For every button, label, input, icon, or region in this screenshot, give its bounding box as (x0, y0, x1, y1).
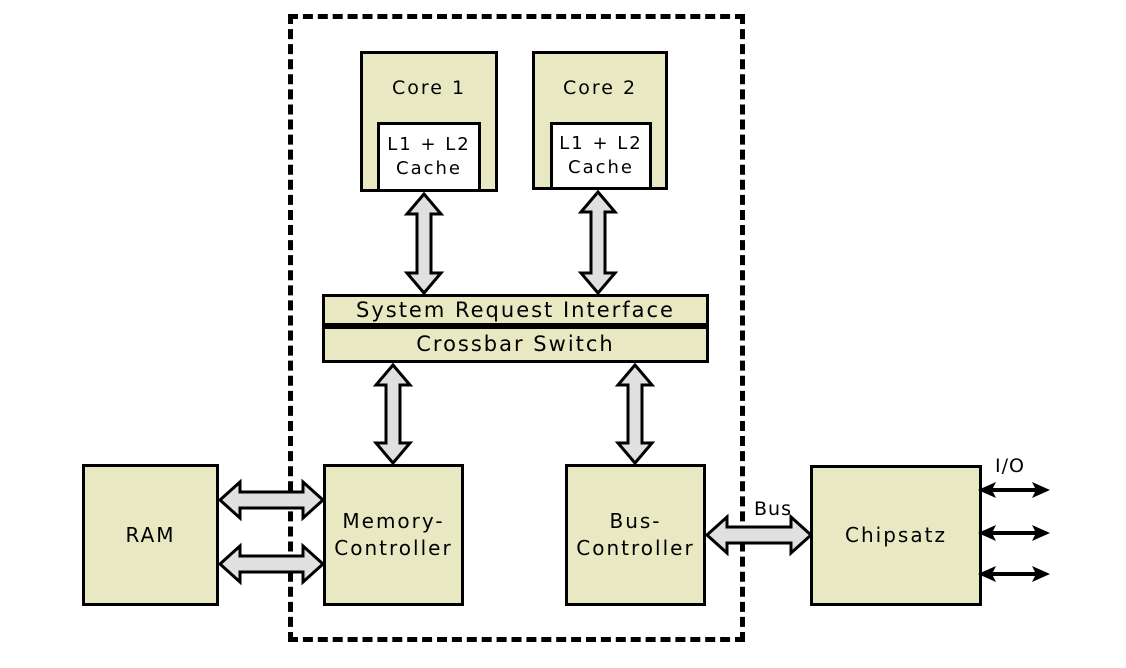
block-ram[interactable]: RAM (82, 464, 219, 606)
connector-core-1-to-system-request-interface (403, 191, 445, 296)
block-memory-controller[interactable]: Memory- Controller (323, 464, 464, 606)
cpu-package-boundary (288, 14, 745, 642)
connector-chipsatz-io-1 (978, 482, 1050, 498)
connector-label-bus: Bus (754, 498, 792, 520)
block-bus-controller[interactable]: Bus- Controller (565, 464, 706, 606)
block-core-1-cache[interactable]: L1 + L2 Cache (377, 122, 481, 192)
block-system-request-interface-label: System Request Interface (356, 297, 675, 322)
connector-core-2-to-system-request-interface (577, 189, 619, 296)
block-core-2-cache[interactable]: L1 + L2 Cache (550, 122, 652, 190)
block-core-2-cache-label: L1 + L2 Cache (559, 132, 643, 178)
connector-chipsatz-io-3 (978, 566, 1050, 582)
block-core-1-label: Core 1 (391, 77, 467, 99)
block-system-request-interface[interactable]: System Request Interface (322, 294, 709, 326)
block-core-2-label: Core 2 (562, 77, 638, 99)
connector-bus-controller-to-chipsatz (704, 513, 814, 557)
block-ram-label: RAM (125, 522, 176, 547)
block-chipsatz-label: Chipsatz (845, 523, 947, 547)
block-crossbar-switch[interactable]: Crossbar Switch (322, 326, 709, 363)
block-chipsatz[interactable]: Chipsatz (810, 465, 982, 606)
connector-label-io: I/O (995, 455, 1025, 477)
block-core-1-cache-label: L1 + L2 Cache (387, 133, 471, 179)
block-crossbar-switch-label: Crossbar Switch (416, 332, 615, 357)
connector-chipsatz-io-2 (978, 525, 1050, 541)
block-memory-controller-label: Memory- Controller (334, 509, 453, 560)
connector-crossbar-to-memory-controller (372, 362, 414, 466)
connector-ram-to-memory-controller-upper (217, 478, 326, 522)
connector-crossbar-to-bus-controller (614, 362, 656, 466)
block-bus-controller-label: Bus- Controller (576, 509, 695, 560)
connector-ram-to-memory-controller-lower (217, 542, 326, 586)
